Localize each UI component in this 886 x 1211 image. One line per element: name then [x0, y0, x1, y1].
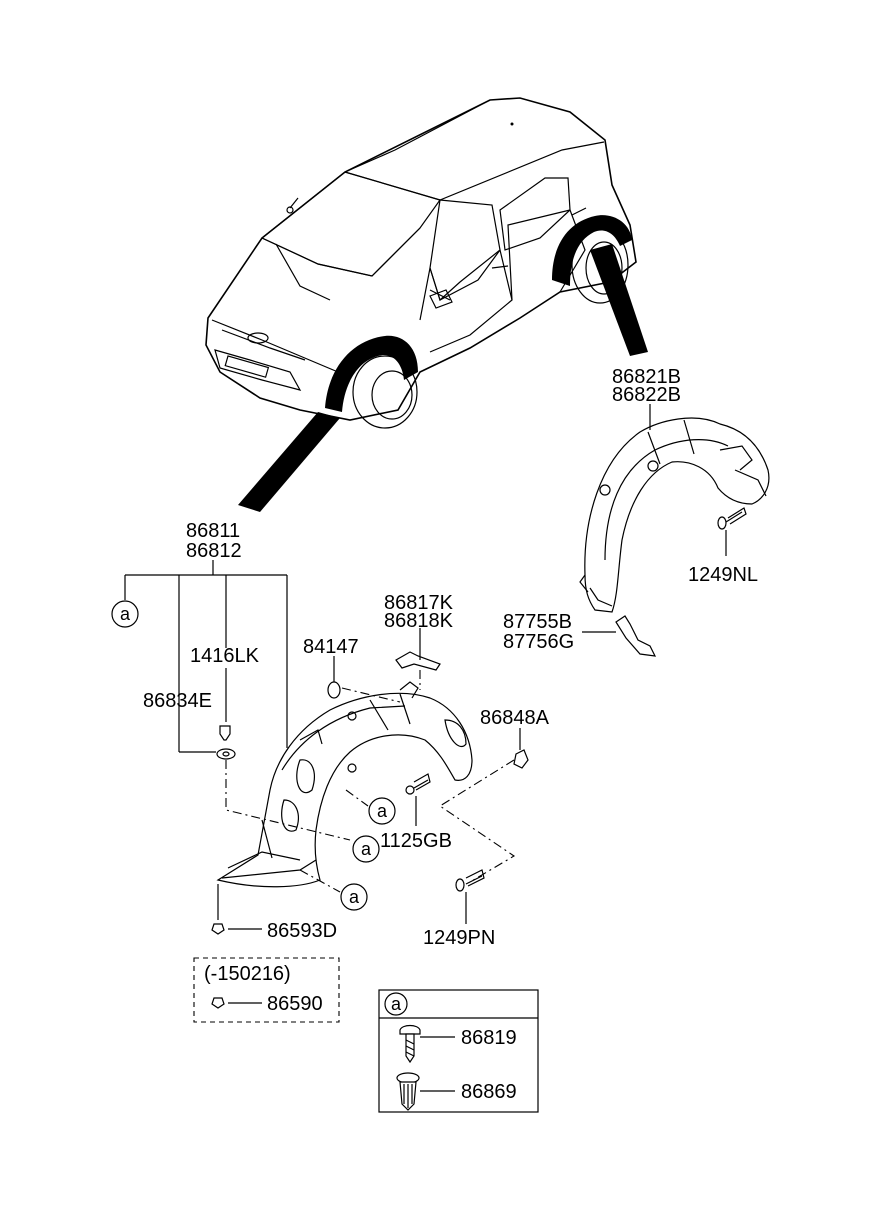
legend-box: a 86819 86869 — [378, 989, 539, 1113]
label-86593d: 86593D — [267, 920, 337, 942]
car-illustration — [205, 97, 648, 512]
svg-text:a: a — [391, 994, 402, 1014]
svg-text:a: a — [349, 887, 360, 907]
svg-text:a: a — [120, 604, 131, 624]
bolt-1125gb-part — [405, 773, 431, 826]
leader-lines — [124, 404, 651, 893]
label-84147: 84147 — [303, 636, 359, 658]
nut-86848a-part — [513, 728, 529, 769]
label-1416lk: 1416LK — [190, 645, 260, 667]
label-86817k: 86817K — [384, 592, 454, 614]
label-86834e: 86834E — [143, 690, 212, 712]
label-86590: 86590 — [267, 993, 323, 1015]
label-1125gb: 1125GB — [380, 830, 452, 852]
clip-86869-icon — [396, 1072, 420, 1111]
bolt-1249pn-part — [455, 869, 485, 924]
label-86818k: 86818K — [384, 610, 454, 632]
callout-a-3: a — [352, 835, 380, 863]
rear-wheel-guard — [579, 417, 770, 613]
label-86848a: 86848A — [480, 707, 550, 729]
screw-1249nl-part — [717, 507, 747, 556]
label-86821b: 86821B — [612, 366, 681, 388]
clip-86817k-part — [395, 628, 441, 671]
plug-84147-part — [327, 656, 341, 699]
label-1249pn: 1249PN — [423, 927, 495, 949]
label-86869: 86869 — [461, 1081, 517, 1103]
label-87756g: 87756G — [503, 631, 574, 653]
callout-a-2: a — [368, 797, 396, 825]
front-wheel-guard — [216, 681, 473, 888]
bolt-1416lk-part — [219, 725, 231, 741]
svg-text:a: a — [377, 801, 388, 821]
bracket-part — [582, 615, 657, 657]
label-1249nl: 1249NL — [688, 564, 758, 586]
screw-86819-icon — [399, 1024, 421, 1064]
washer-86834e-part — [216, 748, 236, 760]
callout-a-4: a — [340, 883, 368, 911]
date-range-box: (-150216) 86590 — [193, 957, 340, 1023]
screw-86593d-part — [211, 884, 262, 935]
label-87755b: 87755B — [503, 611, 572, 633]
label-86812: 86812 — [186, 540, 242, 562]
label-86811: 86811 — [186, 520, 240, 542]
label-86822b: 86822B — [612, 384, 681, 406]
svg-text:a: a — [361, 839, 372, 859]
callout-a-1: a — [111, 600, 139, 628]
label-date-range: (-150216) — [204, 963, 291, 985]
label-86819: 86819 — [461, 1027, 517, 1049]
